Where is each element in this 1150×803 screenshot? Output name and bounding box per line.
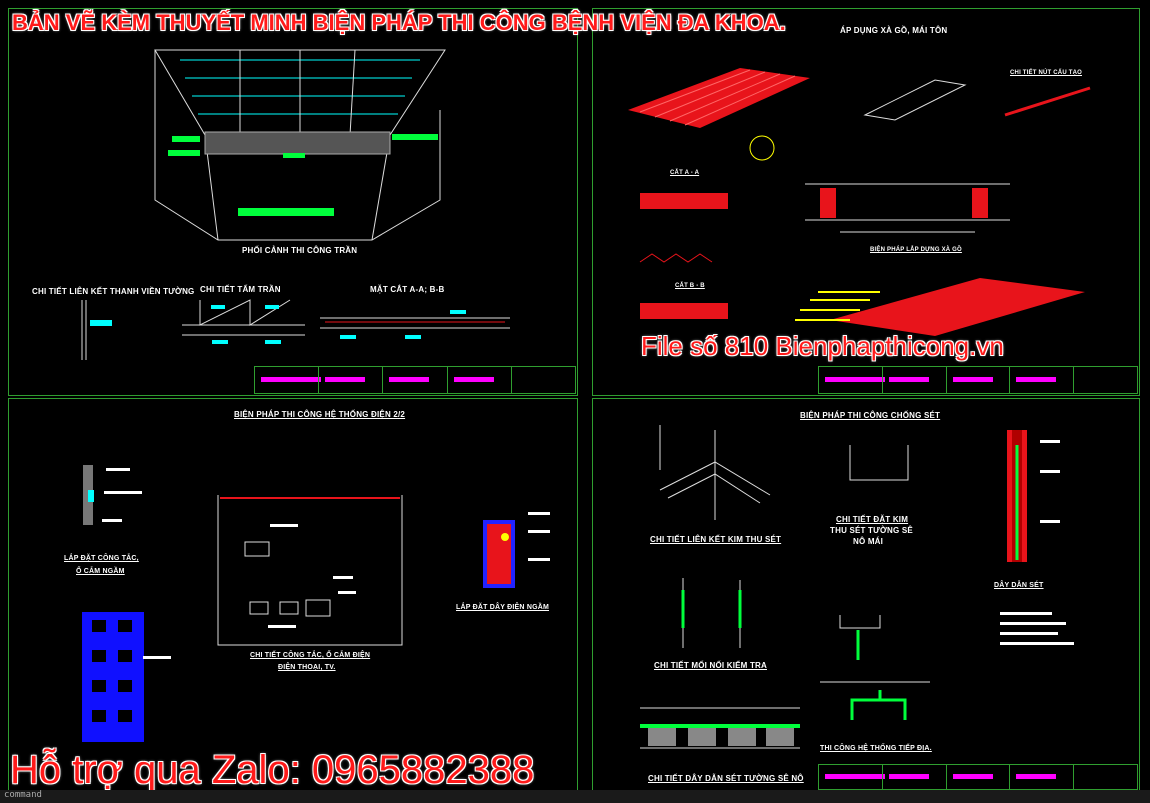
- roof-header: ÁP DỤNG XÀ GỒ, MÁI TÔN: [840, 26, 948, 35]
- sheet-roof: [592, 8, 1140, 396]
- socket-install-label-1: LẮP ĐẶT CÔNG TẮC,: [64, 555, 139, 562]
- title-block: [818, 764, 1138, 790]
- down-conductor-label: DÂY DẪN SÉT: [994, 582, 1044, 589]
- ceiling-perspective-label: PHỐI CẢNH THI CÔNG TRẦN: [242, 246, 358, 255]
- electrical-header: BIỆN PHÁP THI CÔNG HỆ THỐNG ĐIỆN 2/2: [234, 410, 406, 419]
- rod-mount-label-1: CHI TIẾT ĐẶT KIM: [836, 515, 909, 524]
- overlay-file-number: File số 810 Bienphapthicong.vn: [641, 331, 1004, 361]
- cut-b-label: CẮT B - B: [675, 283, 705, 289]
- ridge-detail-label: CHI TIẾT NÚT CẤU TẠO: [1010, 70, 1082, 76]
- rod-mount-label-3: NÔ MÁI: [853, 537, 884, 546]
- title-block: [818, 366, 1138, 394]
- sheet-ceiling: [8, 8, 578, 396]
- lightning-highlights: [640, 430, 1027, 746]
- electrical-tags: [102, 468, 550, 659]
- ceiling-perspective-drawing: [154, 49, 446, 241]
- overlay-support-contact: Hỗ trợ qua Zalo: 0965882388: [10, 748, 535, 792]
- lightning-header: BIỆN PHÁP THI CÔNG CHỐNG SÉT: [800, 411, 941, 420]
- ceiling-highlight-marks: [168, 134, 438, 216]
- purlin-elevation-label: BIỆN PHÁP LẮP DỰNG XÀ GỒ: [870, 247, 962, 253]
- title-block: [254, 366, 576, 394]
- socket-install-label-2: Ổ CẮM NGẦM: [76, 568, 125, 575]
- wall-conductor-label: CHI TIẾT DÂY DẪN SÉT TƯỜNG SÊ NÔ: [648, 774, 804, 783]
- command-line[interactable]: command: [0, 790, 1150, 803]
- cut-a-label: CẮT A - A: [670, 170, 700, 176]
- conduit-label: LẮP ĐẶT DÂY ĐIỆN NGẦM: [456, 604, 550, 611]
- rod-link-label: CHI TIẾT LIÊN KẾT KIM THU SÉT: [650, 535, 782, 544]
- overlay-title: BẢN VẼ KÈM THUYẾT MINH BIỆN PHÁP THI CÔN…: [12, 10, 786, 35]
- lightning-tags: [1000, 440, 1074, 645]
- section-label: MẶT CẮT A-A; B-B: [370, 285, 445, 294]
- wall-detail-label: CHI TIẾT LIÊN KẾT THANH VIỀN TƯỜNG: [32, 287, 195, 296]
- socket-detail-label-2: ĐIỆN THOẠI, TV.: [278, 664, 336, 671]
- grounding-label: THI CÔNG HỆ THỐNG TIẾP ĐỊA.: [820, 745, 932, 752]
- test-joint-label: CHI TIẾT MỐI NỐI KIỂM TRA: [654, 661, 767, 670]
- ceiling-detail-drawings: [81, 299, 510, 360]
- socket-detail-label-1: CHI TIẾT CÔNG TẮC, Ổ CẮM ĐIỆN: [250, 652, 371, 659]
- roof-sheet-drawing: [628, 68, 1091, 336]
- panel-detail-label: CHI TIẾT TẤM TRẦN: [200, 285, 281, 294]
- electrical-drawing: [82, 465, 515, 742]
- ceiling-detail-tags: [211, 305, 466, 344]
- rod-mount-label-2: THU SÉT TƯỜNG SÊ: [830, 526, 913, 535]
